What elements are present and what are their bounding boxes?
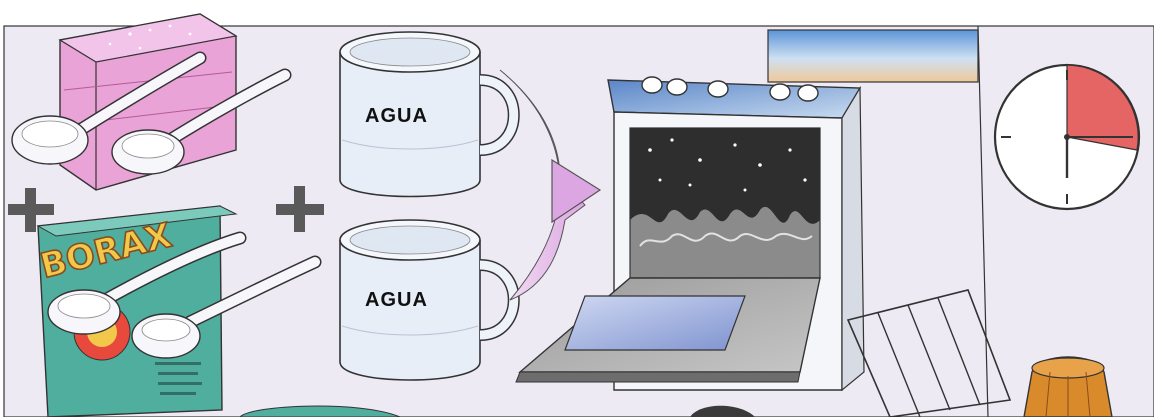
mug-label: AGUA xyxy=(365,289,428,311)
knob-icon xyxy=(770,84,790,100)
mug-label: AGUA xyxy=(365,105,428,127)
knob-icon xyxy=(798,85,818,101)
knob-icon xyxy=(708,81,728,97)
knob-icon xyxy=(667,79,687,95)
knob-icon xyxy=(642,77,662,93)
clock-icon xyxy=(995,65,1139,209)
range-hood xyxy=(768,30,978,82)
cup-icon xyxy=(1024,357,1112,417)
oven-window xyxy=(565,296,745,350)
